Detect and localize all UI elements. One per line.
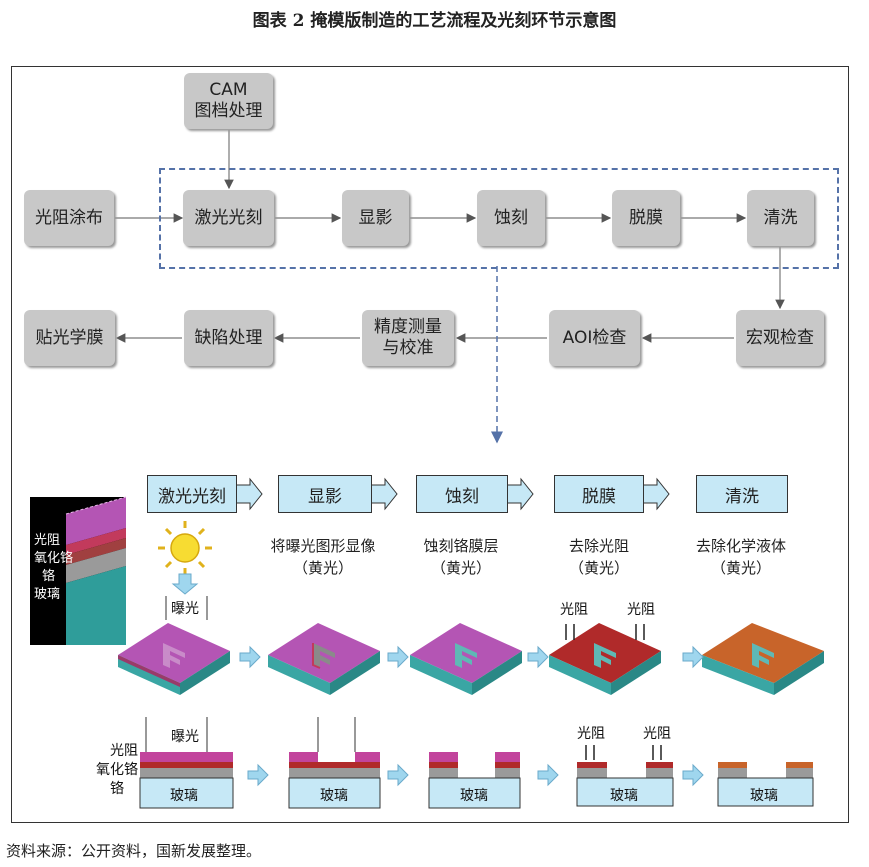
sun-icon — [158, 521, 212, 575]
cam-box: CAM 图档处理 — [184, 73, 273, 129]
step-clean-label: 清洗 — [696, 475, 788, 513]
section-legend-resist: 光阻 — [110, 743, 138, 759]
cross-section-4 — [576, 745, 674, 807]
step-develop-label: 显影 — [278, 475, 372, 513]
cube-legend: 光阻 氧化铬 铬 玻璃 — [34, 532, 73, 604]
glass-label-2: 玻璃 — [320, 788, 348, 804]
source-note: 资料来源：公开资料，国新发展整理。 — [6, 842, 262, 860]
expose-label-bottom: 曝光 — [171, 729, 199, 745]
caption-etch: 蚀刻铬膜层 （黄光） — [396, 535, 526, 579]
figure-title: 图表 2 掩模版制造的工艺流程及光刻环节示意图 — [252, 11, 617, 31]
plate-etched — [410, 623, 522, 695]
cross-section-2 — [288, 717, 381, 809]
resist-label-section-right: 光阻 — [643, 726, 671, 742]
caption-develop-2: （黄光） — [292, 559, 353, 577]
step-strip-label: 脱膜 — [554, 475, 644, 513]
caption-develop: 将曝光图形显像 （黄光） — [258, 535, 388, 579]
macro-check-box: 宏观检查 — [736, 310, 824, 366]
measure-line1: 精度测量 — [374, 317, 442, 337]
plate-developed — [268, 623, 380, 695]
aoi-check-box: AOI检查 — [549, 310, 640, 366]
measure-box: 精度测量 与校准 — [362, 310, 454, 366]
plate-cleaned — [702, 623, 824, 695]
glass-label-1: 玻璃 — [170, 788, 198, 804]
caption-clean-2: （黄光） — [710, 559, 771, 577]
clean-box: 清洗 — [747, 190, 814, 246]
cam-line2: 图档处理 — [194, 101, 263, 121]
resist-label-plate-left: 光阻 — [560, 602, 588, 618]
plate-exposed — [118, 623, 230, 695]
cam-line1: CAM — [209, 80, 248, 100]
cube-legend-chrome: 铬 — [42, 569, 56, 584]
resist-label-section-left: 光阻 — [577, 726, 605, 742]
strip-box: 脱膜 — [612, 190, 680, 246]
caption-clean: 去除化学液体 （黄光） — [676, 535, 806, 579]
section-legend-chrome: 铬 — [110, 781, 124, 797]
caption-develop-1: 将曝光图形显像 — [270, 537, 376, 555]
caption-strip-1: 去除光阻 — [568, 537, 629, 555]
section-layer-legend: 光阻 氧化铬 铬 — [96, 742, 138, 799]
defect-box: 缺陷处理 — [184, 310, 273, 366]
cross-section-5 — [717, 762, 814, 807]
step-etch-label: 蚀刻 — [416, 475, 508, 513]
section-legend-chrome-oxide: 氧化铬 — [96, 762, 138, 778]
caption-clean-1: 去除化学液体 — [695, 537, 786, 555]
caption-etch-2: （黄光） — [430, 559, 491, 577]
caption-strip-2: （黄光） — [568, 559, 629, 577]
pellicle-box: 贴光学膜 — [24, 310, 115, 366]
diagram-frame — [11, 66, 849, 823]
glass-label-5: 玻璃 — [750, 788, 778, 804]
plate-stripped — [549, 623, 661, 695]
glass-label-4: 玻璃 — [610, 788, 638, 804]
cube-legend-resist: 光阻 — [34, 533, 61, 548]
coat-box: 光阻涂布 — [24, 190, 114, 246]
cube-legend-chrome-oxide: 氧化铬 — [34, 551, 74, 566]
measure-line2: 与校准 — [382, 338, 434, 358]
layer-stack-cube — [65, 496, 127, 645]
develop-box: 显影 — [342, 190, 409, 246]
step-laser-label: 激光光刻 — [147, 475, 237, 513]
cross-section-1 — [139, 717, 234, 809]
cube-legend-glass: 玻璃 — [34, 587, 61, 602]
caption-etch-1: 蚀刻铬膜层 — [423, 537, 499, 555]
expose-label-top: 曝光 — [171, 601, 199, 617]
lithography-group-outline — [159, 168, 839, 269]
resist-label-plate-right: 光阻 — [627, 602, 655, 618]
etch-box: 蚀刻 — [477, 190, 545, 246]
caption-strip: 去除光阻 （黄光） — [534, 535, 664, 579]
cross-section-3 — [428, 752, 521, 809]
laser-box: 激光光刻 — [183, 190, 274, 246]
glass-label-3: 玻璃 — [460, 788, 488, 804]
